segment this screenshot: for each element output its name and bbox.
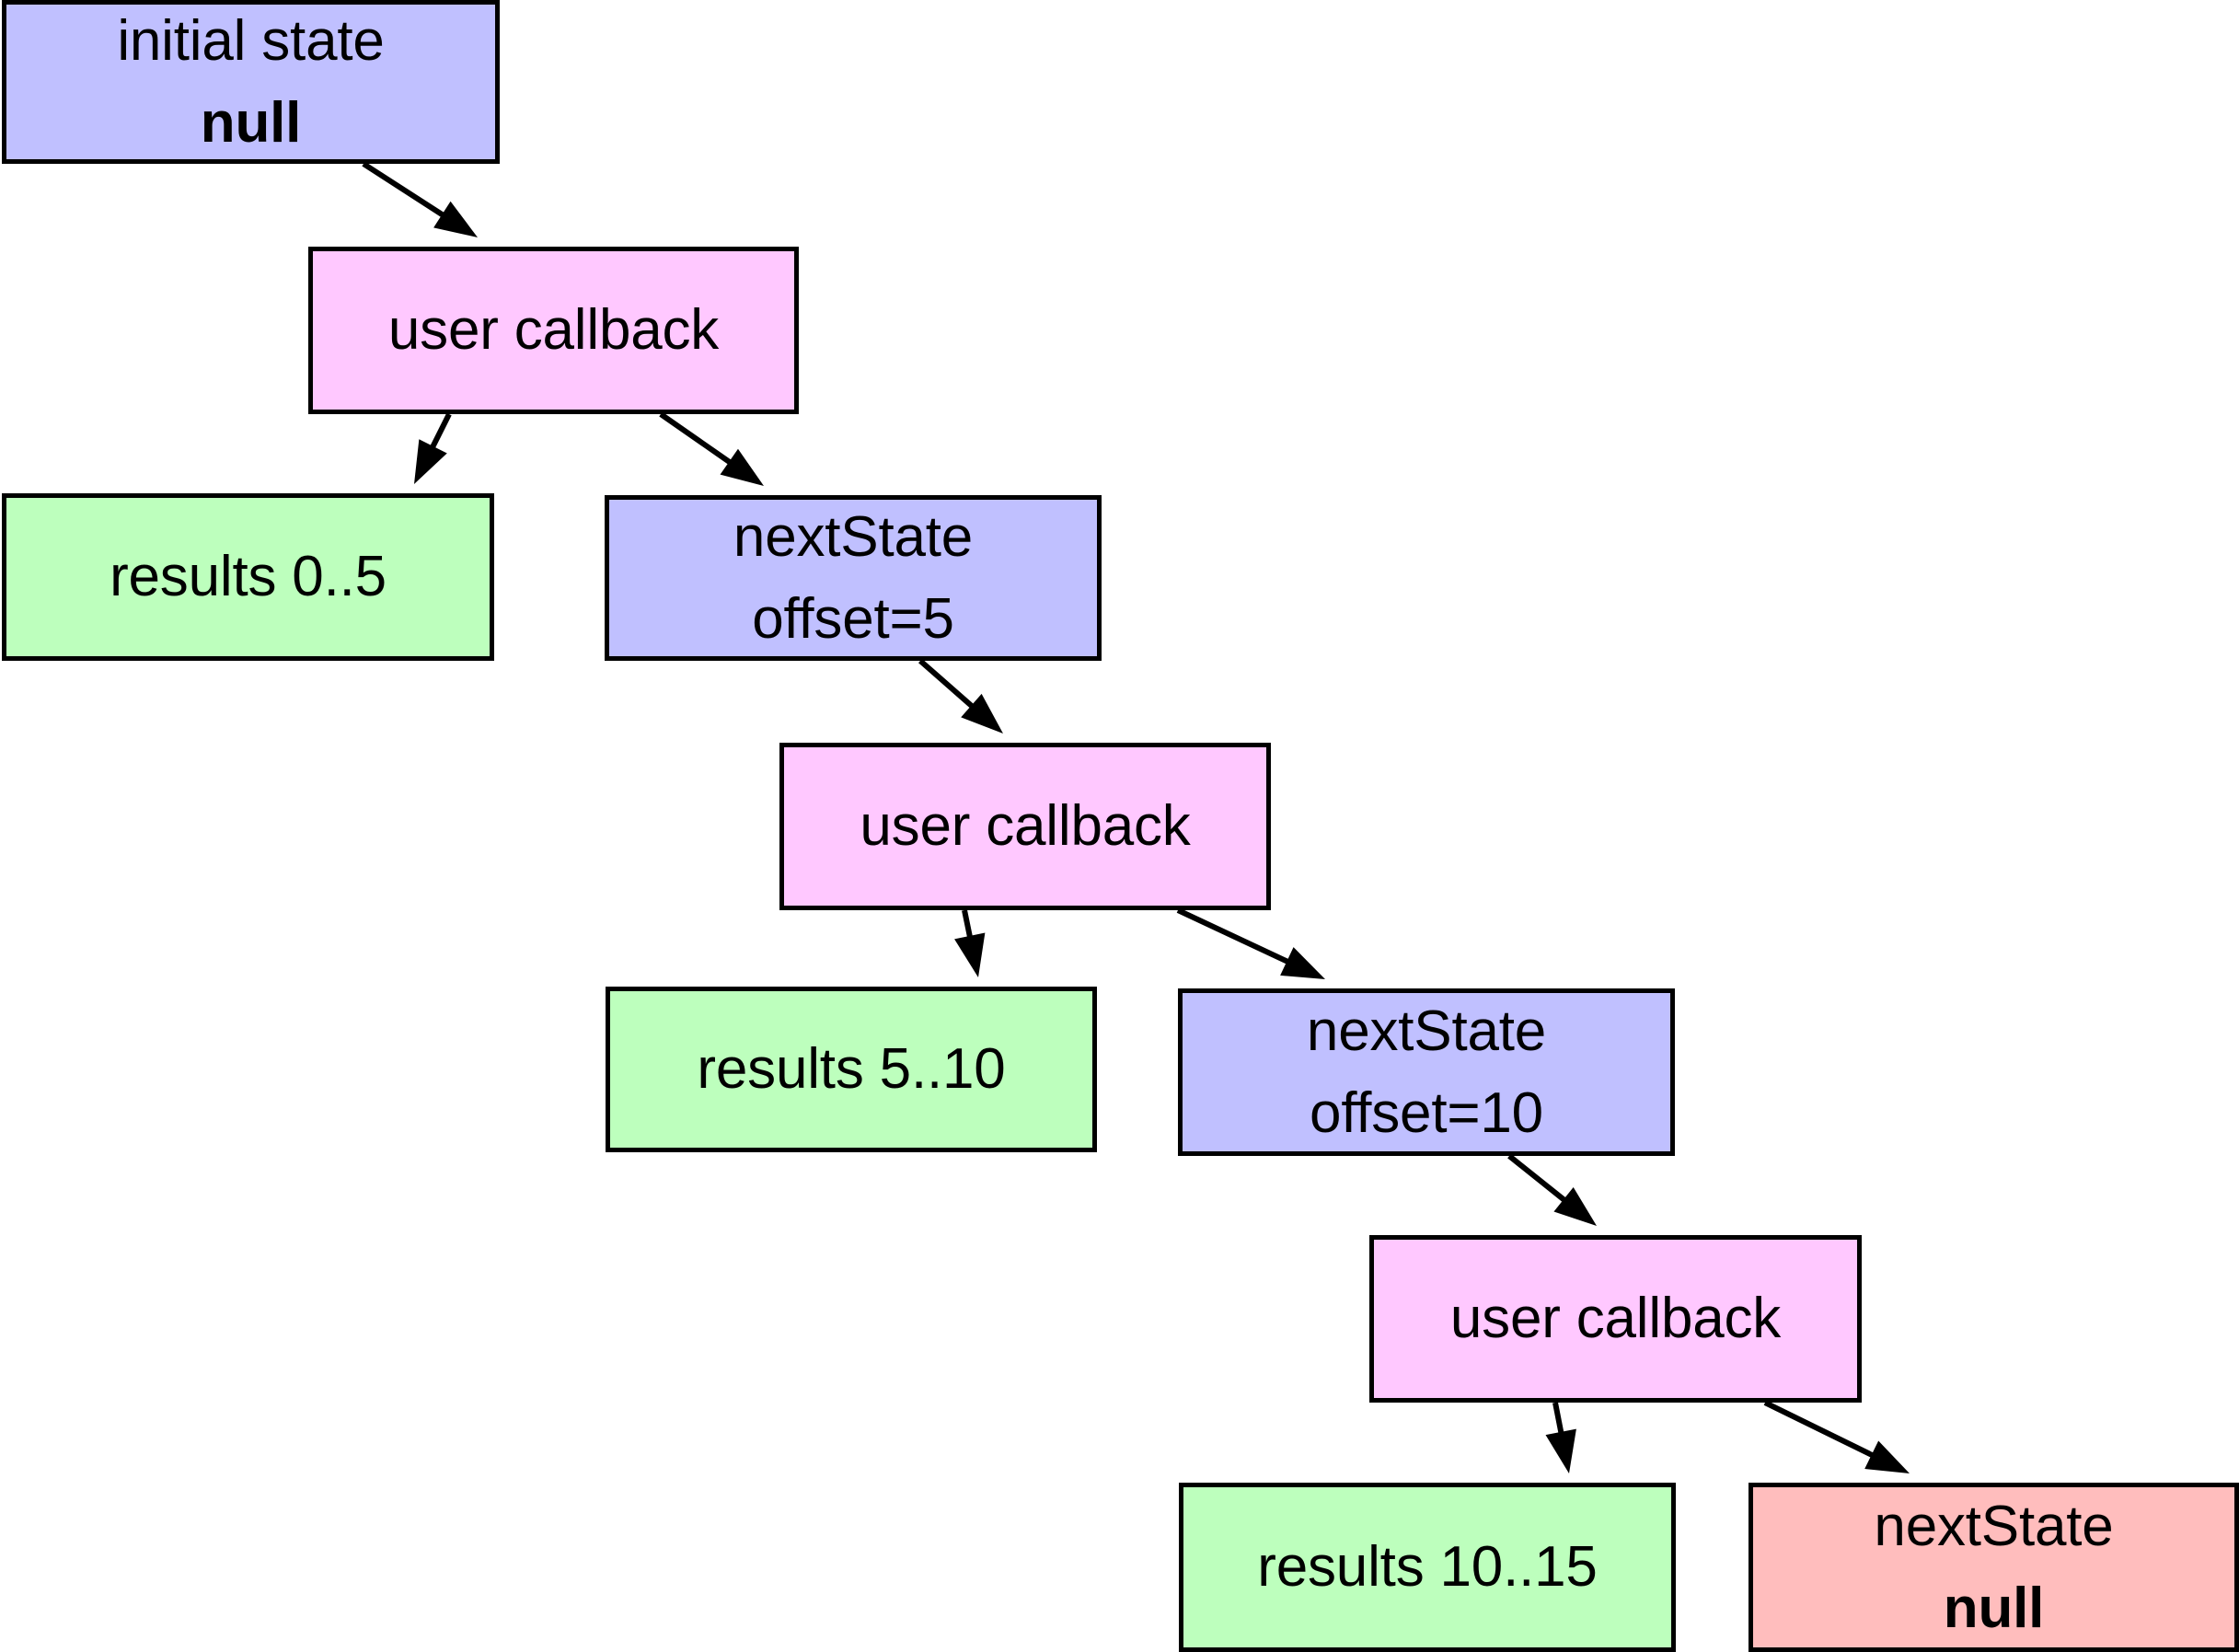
node-label-primary: user callback xyxy=(860,794,1191,859)
edge-edge-state10-to-cb3 xyxy=(1507,1153,1597,1226)
node-user-callback-2[interactable]: user callback xyxy=(779,743,1271,910)
node-label-primary: nextState xyxy=(1874,1494,2114,1558)
node-label-secondary: offset=5 xyxy=(752,587,954,651)
edge-edge-cb2-to-results2 xyxy=(954,909,986,977)
edge-line xyxy=(1176,907,1294,966)
node-label-primary: nextState xyxy=(733,504,974,569)
node-results-10-15[interactable]: results 10..15 xyxy=(1179,1483,1676,1652)
edge-arrowhead-icon xyxy=(954,932,986,977)
node-user-callback-3[interactable]: user callback xyxy=(1369,1235,1862,1403)
node-next-state-offset-10[interactable]: nextState offset=10 xyxy=(1178,988,1675,1156)
node-label-primary: results 10..15 xyxy=(1257,1535,1598,1600)
edge-arrowhead-icon xyxy=(414,439,447,484)
edge-line xyxy=(1507,1153,1570,1206)
edge-edge-initial-to-cb1 xyxy=(362,161,478,237)
node-label-secondary: offset=10 xyxy=(1310,1081,1543,1145)
node-next-state-offset-5[interactable]: nextState offset=5 xyxy=(605,495,1102,661)
node-label-primary: results 5..10 xyxy=(697,1037,1006,1102)
edge-arrowhead-icon xyxy=(1545,1428,1576,1473)
node-results-0-5[interactable]: results 0..5 xyxy=(2,493,494,661)
edge-line xyxy=(659,411,735,468)
edge-arrowhead-icon xyxy=(1280,947,1325,979)
edge-arrowhead-icon xyxy=(720,448,764,486)
edge-line xyxy=(962,909,974,942)
edge-edge-cb1-to-state5 xyxy=(659,411,764,486)
edge-arrowhead-icon xyxy=(961,693,1003,734)
node-label-secondary: null xyxy=(1943,1577,2045,1640)
node-label-primary: results 0..5 xyxy=(110,545,387,609)
node-initial-state[interactable]: initial state null xyxy=(2,0,500,164)
node-label-primary: nextState xyxy=(1306,999,1547,1063)
edge-line xyxy=(428,412,452,453)
edge-line xyxy=(1763,1400,1878,1461)
edge-edge-cb3-to-null xyxy=(1763,1400,1910,1473)
edge-edge-cb1-to-results1 xyxy=(414,412,452,484)
edge-arrowhead-icon xyxy=(1864,1440,1910,1473)
node-label-primary: initial state xyxy=(117,8,385,73)
node-next-state-null[interactable]: nextState null xyxy=(1748,1483,2239,1652)
edge-line xyxy=(362,161,449,220)
edge-line xyxy=(918,658,977,711)
node-user-callback-1[interactable]: user callback xyxy=(308,247,799,414)
edge-edge-state5-to-cb2 xyxy=(918,658,1003,734)
edge-edge-cb2-to-state10 xyxy=(1176,907,1325,979)
edge-line xyxy=(1552,1402,1565,1438)
node-label-primary: user callback xyxy=(387,298,720,363)
edge-arrowhead-icon xyxy=(1553,1186,1597,1226)
node-results-5-10[interactable]: results 5..10 xyxy=(606,987,1097,1152)
edge-arrowhead-icon xyxy=(433,201,478,237)
node-label-secondary: null xyxy=(200,91,302,155)
edge-edge-cb3-to-results3 xyxy=(1545,1402,1576,1473)
node-label-primary: user callback xyxy=(1449,1287,1782,1351)
